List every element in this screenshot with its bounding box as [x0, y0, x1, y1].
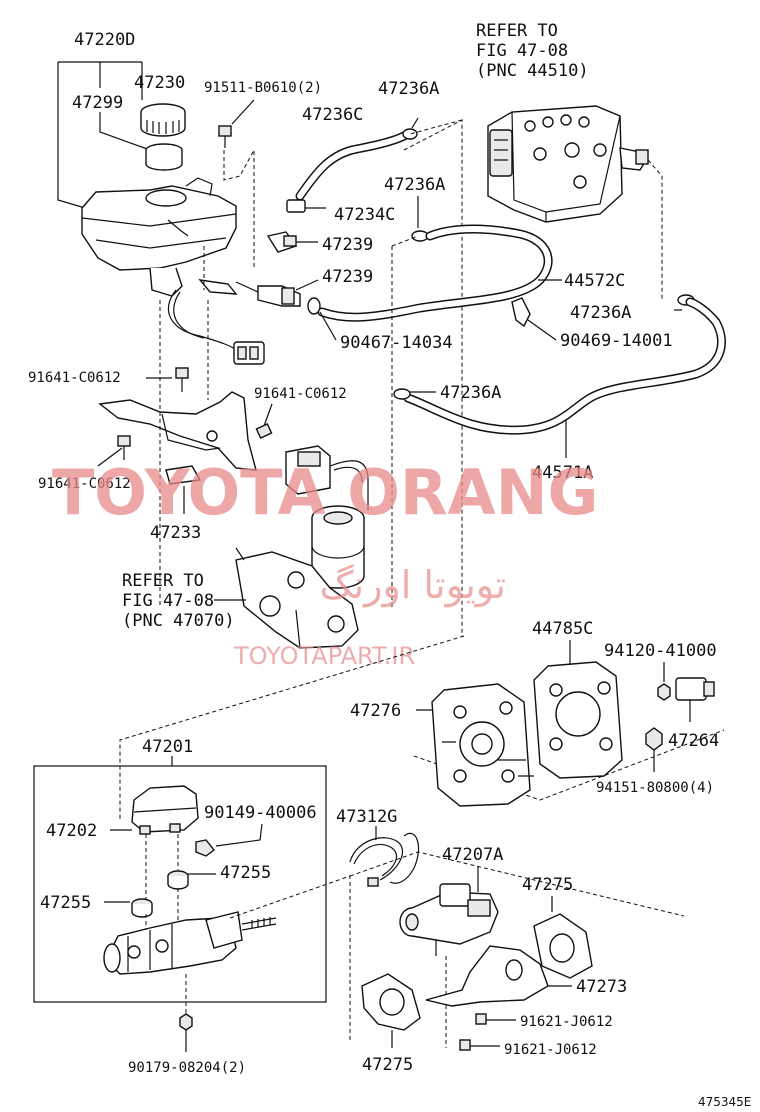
gasket-44785C [533, 661, 623, 779]
bolt-91641-2 [255, 423, 273, 439]
screw-91511 [218, 99, 255, 148]
label-94120-41000: 94120-41000 [604, 641, 717, 661]
label-47236A-top: 47236A [378, 79, 439, 99]
connector-47264 [675, 677, 715, 701]
reservoir-group [57, 61, 265, 365]
label-47239-1: 47239 [322, 235, 373, 255]
washer-94151 [645, 727, 663, 772]
label-90179-08204: 90179-08204(2) [128, 1060, 246, 1076]
refer1-line2: FIG 47-08 [476, 41, 568, 61]
reservoir-cap [140, 103, 186, 137]
label-47273: 47273 [576, 977, 627, 997]
bolt-91621-1 [475, 1013, 516, 1025]
label-47275-1: 47275 [522, 875, 573, 895]
sensor-47207A [399, 883, 499, 956]
watermark-arabic: تويوتا اورنگ [320, 563, 507, 608]
union-47239-2 [235, 279, 319, 307]
bracket-47233 [98, 391, 257, 485]
label-47233: 47233 [150, 523, 201, 543]
bolt-91621-2 [459, 1039, 500, 1051]
clamp-47236A-1 [402, 117, 419, 140]
label-47299: 47299 [72, 93, 123, 113]
label-91641-C0612-3: 91641-C0612 [38, 476, 131, 492]
gasket-47275-1 [533, 913, 593, 979]
label-47255-1: 47255 [220, 863, 271, 883]
refer1-line3: (PNC 44510) [476, 61, 589, 81]
check-valve-47234C [286, 199, 326, 213]
bolt-91641-1 [175, 367, 189, 392]
label-47236A-fourth: 47236A [440, 383, 501, 403]
plate-47276 [431, 683, 534, 807]
clamp-47236A-2 [411, 196, 429, 242]
hose-44571A [403, 297, 726, 435]
reservoir-strainer [145, 143, 183, 171]
label-90467-14034: 90467-14034 [340, 333, 453, 353]
figure-id: 475345E [698, 1095, 751, 1109]
union-47239-1 [266, 231, 318, 253]
label-47234C: 47234C [334, 205, 395, 225]
label-47207A: 47207A [442, 845, 503, 865]
master-cylinder [103, 911, 277, 975]
label-47312G: 47312G [336, 807, 397, 827]
refer1-line1: REFER TO [476, 21, 558, 41]
clamp-90467 [307, 297, 337, 341]
label-47220D: 47220D [74, 30, 135, 50]
hose-47236C [295, 131, 409, 201]
grommet-47255-2 [131, 898, 153, 918]
label-47236A-third: 47236A [570, 303, 631, 323]
nut-90179 [179, 1013, 193, 1052]
reservoir-tank [81, 177, 238, 297]
label-47255-2: 47255 [40, 893, 91, 913]
label-47202: 47202 [46, 821, 97, 841]
bolt-91641-3 [117, 435, 131, 460]
refer2-line3: (PNC 47070) [122, 611, 235, 631]
label-47236C: 47236C [302, 105, 363, 125]
label-90469-14001: 90469-14001 [560, 331, 673, 351]
refer2-line2: FIG 47-08 [122, 591, 214, 611]
pump-motor-group [235, 445, 369, 649]
label-47239-2: 47239 [322, 267, 373, 287]
harness-47312G [349, 833, 419, 887]
label-90149-40006: 90149-40006 [204, 803, 317, 823]
label-47201: 47201 [142, 737, 193, 757]
label-91621-J0612-1: 91621-J0612 [520, 1014, 613, 1030]
watermark-main: TOYOTA ORANG [52, 456, 598, 529]
label-91641-C0612-1: 91641-C0612 [28, 370, 121, 386]
refer2-line1: REFER TO [122, 571, 204, 591]
label-47264: 47264 [668, 731, 719, 751]
label-47230: 47230 [134, 73, 185, 93]
pin-90149 [195, 839, 215, 857]
clamp-47236A-4 [393, 388, 436, 400]
label-44571A: 44571A [532, 463, 593, 483]
abs-actuator [487, 105, 649, 223]
label-47236A-second: 47236A [384, 175, 445, 195]
sensor-connector [233, 341, 265, 365]
label-47276: 47276 [350, 701, 401, 721]
grommet-47255-1 [167, 870, 189, 890]
label-91511-B0610: 91511-B0610(2) [204, 80, 322, 96]
clip-90469 [511, 297, 557, 341]
reservoir-47202 [131, 785, 199, 835]
label-91641-C0612-2: 91641-C0612 [254, 386, 347, 402]
label-44785C: 44785C [532, 619, 593, 639]
watermark-site: TOYOTAPART.IR [233, 642, 415, 670]
label-47275-2: 47275 [362, 1055, 413, 1075]
label-44572C: 44572C [564, 271, 625, 291]
hose-44572C [317, 224, 553, 322]
bracket-47273 [425, 945, 549, 1007]
nut-94120 [657, 683, 671, 701]
label-91621-J0612-2: 91621-J0612 [504, 1042, 597, 1058]
label-94151-80800: 94151-80800(4) [596, 780, 714, 796]
gasket-47275-2 [361, 973, 421, 1031]
